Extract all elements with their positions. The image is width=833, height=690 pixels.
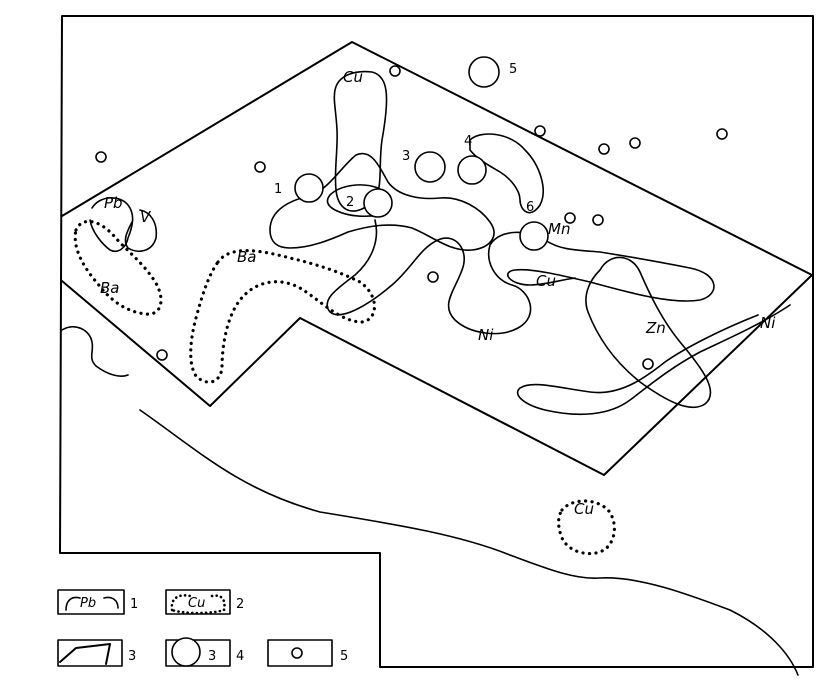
mn-anomaly bbox=[469, 133, 544, 214]
label-cu-south: Cu bbox=[574, 500, 594, 518]
sample-site-5 bbox=[468, 56, 500, 88]
label-ni-east: Ni bbox=[760, 314, 776, 332]
survey-area-boundary bbox=[61, 41, 813, 476]
ni-anomaly-east bbox=[516, 304, 791, 416]
station-point bbox=[564, 212, 576, 224]
label-mn: Mn bbox=[548, 220, 570, 238]
station-points bbox=[95, 65, 728, 370]
legend-symbol-pb: Pb bbox=[80, 596, 96, 611]
label-zn: Zn bbox=[645, 319, 666, 337]
legend-solid-contour-icon bbox=[65, 596, 81, 611]
site-number-4: 4 bbox=[464, 134, 472, 149]
legend-box-5 bbox=[267, 639, 333, 667]
site-number-6: 6 bbox=[526, 200, 534, 215]
station-point bbox=[716, 128, 728, 140]
label-cu-north: Cu bbox=[343, 68, 363, 86]
station-point bbox=[598, 143, 610, 155]
station-point bbox=[95, 151, 107, 163]
sample-site-3 bbox=[414, 151, 446, 183]
sample-site-1 bbox=[294, 173, 324, 203]
pb-anomaly bbox=[89, 197, 134, 253]
site-number-1: 1 bbox=[274, 182, 282, 197]
label-pb: Pb bbox=[104, 194, 123, 212]
site-number-2: 2 bbox=[346, 195, 354, 210]
sample-site-4 bbox=[457, 155, 487, 185]
legend-number-4: 4 bbox=[236, 649, 244, 664]
coastline-west bbox=[61, 326, 129, 377]
map-frame bbox=[59, 15, 814, 668]
legend-boundary-icon bbox=[59, 643, 111, 665]
label-cu-east: Cu bbox=[536, 272, 556, 290]
station-point bbox=[254, 161, 266, 173]
station-point bbox=[534, 125, 546, 137]
legend-inner-number: 3 bbox=[208, 649, 216, 664]
label-ba-west: Ba bbox=[100, 279, 119, 297]
cu-anomaly-central bbox=[269, 152, 495, 251]
legend-box-4 bbox=[165, 639, 231, 667]
legend-number-5: 5 bbox=[340, 649, 348, 664]
label-ba-central: Ba bbox=[237, 248, 256, 266]
legend-symbol-cu: Cu bbox=[188, 596, 205, 611]
coastline-south bbox=[139, 409, 799, 676]
ba-anomaly-west bbox=[73, 219, 163, 316]
label-ni-central: Ni bbox=[478, 326, 494, 344]
station-point bbox=[427, 271, 439, 283]
site-number-3: 3 bbox=[402, 149, 410, 164]
legend-box-1 bbox=[57, 589, 125, 615]
legend: Pb 1 Cu 2 3 3 4 5 bbox=[57, 589, 348, 667]
ba-anomaly-central bbox=[189, 249, 376, 384]
legend-number-1: 1 bbox=[130, 597, 138, 612]
sample-site-2 bbox=[363, 188, 393, 218]
station-point bbox=[629, 137, 641, 149]
legend-small-circle-icon bbox=[291, 647, 303, 659]
legend-solid-contour-icon-right bbox=[103, 596, 119, 609]
sample-site-6 bbox=[519, 221, 549, 251]
legend-number-2: 2 bbox=[236, 597, 244, 612]
station-point bbox=[592, 214, 604, 226]
station-point bbox=[156, 349, 168, 361]
legend-number-3: 3 bbox=[128, 649, 136, 664]
station-point bbox=[642, 358, 654, 370]
legend-box-2 bbox=[165, 589, 231, 615]
station-point bbox=[389, 65, 401, 77]
v-anomaly bbox=[124, 209, 158, 252]
site-number-5: 5 bbox=[509, 62, 517, 77]
legend-dotted-contour-icon bbox=[170, 594, 226, 615]
zn-anomaly bbox=[585, 256, 712, 409]
legend-box-3 bbox=[57, 639, 123, 667]
label-v: V bbox=[140, 208, 152, 226]
legend-large-circle-icon bbox=[171, 637, 201, 667]
